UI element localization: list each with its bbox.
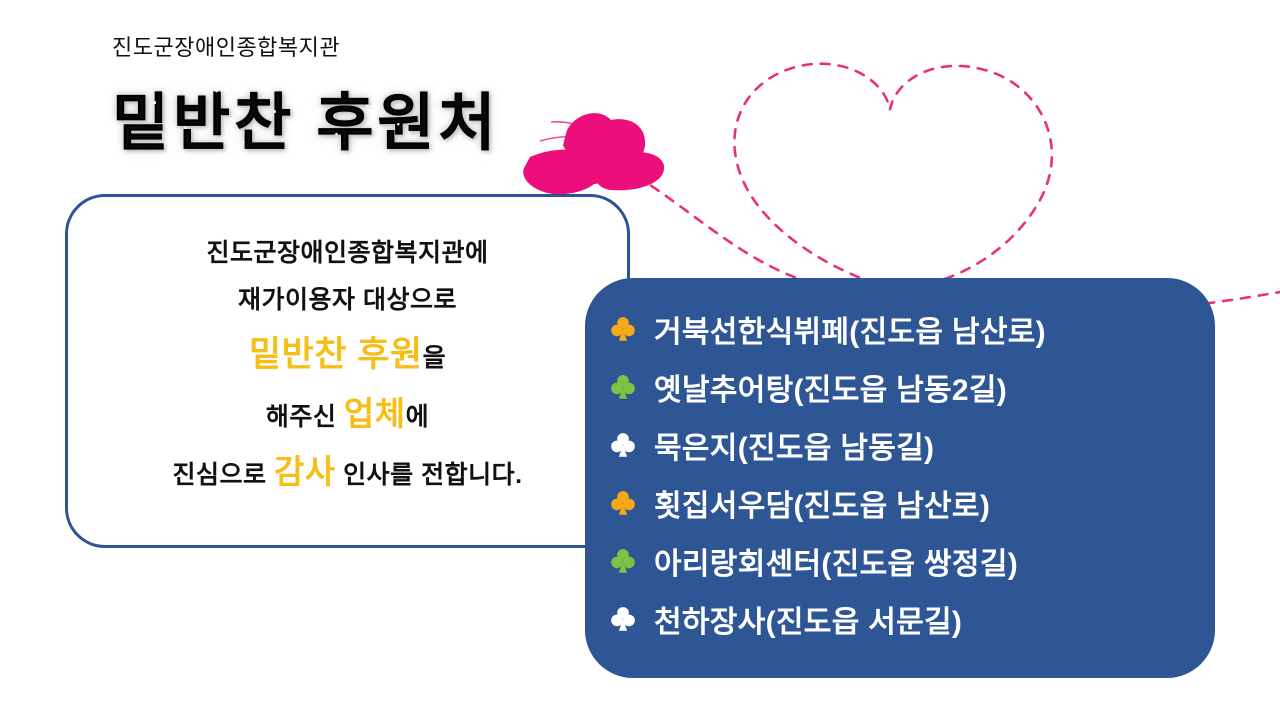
message-line-5-head: 진심으로 xyxy=(172,461,274,489)
club-icon xyxy=(611,375,635,399)
dashed-heart-trail-icon xyxy=(634,62,1280,315)
organization-name: 진도군장애인종합복지관 xyxy=(112,35,341,60)
message-box: 진도군장애인종합복지관에 재가이용자 대상으로 밑반찬 후원을 해주신 업체에 … xyxy=(65,194,630,548)
club-icon xyxy=(611,607,635,631)
club-icon xyxy=(611,549,635,573)
sponsor-item: 묵은지(진도읍 남동길) xyxy=(608,416,1205,474)
message-line-2: 재가이용자 대상으로 xyxy=(238,286,457,314)
sponsor-item: 거북선한식뷔페(진도읍 남산로) xyxy=(608,300,1205,358)
club-icon xyxy=(611,433,635,457)
highlight-company: 업체 xyxy=(343,395,406,432)
message-line-4: 해주신 업체에 xyxy=(68,397,627,430)
sponsor-label: 횟집서우담(진도읍 남산로) xyxy=(654,490,991,523)
page-title-text: 밑반찬 후원처 xyxy=(112,89,500,158)
message-line-4-head: 해주신 xyxy=(265,403,344,431)
message-line-3-tail: 을 xyxy=(422,344,447,372)
sponsor-label: 천하장사(진도읍 서문길) xyxy=(654,606,963,639)
highlight-donation: 밑반찬 후원 xyxy=(248,335,423,374)
sponsor-panel: 거북선한식뷔페(진도읍 남산로) 옛날추어탕(진도읍 남동2길) 묵은지(진도읍 남… xyxy=(585,278,1215,678)
highlight-thanks: 감사 xyxy=(273,453,336,490)
sponsor-label: 거북선한식뷔페(진도읍 남산로) xyxy=(654,316,1046,349)
sponsor-item: 아리랑회센터(진도읍 쌍정길) xyxy=(608,532,1205,590)
message-line-5-tail: 인사를 전합니다. xyxy=(335,461,523,489)
butterfly-icon xyxy=(523,113,665,195)
message-line-3: 밑반찬 후원을 xyxy=(68,337,627,372)
sponsor-label: 옛날추어탕(진도읍 남동2길) xyxy=(654,374,1008,407)
message-line-4-tail: 에 xyxy=(405,403,430,431)
sponsor-list: 거북선한식뷔페(진도읍 남산로) 옛날추어탕(진도읍 남동2길) 묵은지(진도읍 남… xyxy=(608,300,1205,648)
message-line-5: 진심으로 감사 인사를 전합니다. xyxy=(68,455,627,488)
sponsor-item: 천하장사(진도읍 서문길) xyxy=(608,590,1205,648)
club-icon xyxy=(611,491,635,515)
sponsor-item: 옛날추어탕(진도읍 남동2길) xyxy=(608,358,1205,416)
sponsor-label: 아리랑회센터(진도읍 쌍정길) xyxy=(654,548,1019,581)
club-icon xyxy=(611,317,635,341)
sponsor-item: 횟집서우담(진도읍 남산로) xyxy=(608,474,1205,532)
message-line-1: 진도군장애인종합복지관에 xyxy=(206,239,489,267)
page-title: 밑반찬 후원처 xyxy=(112,72,500,162)
sponsor-label: 묵은지(진도읍 남동길) xyxy=(654,432,935,465)
message-lines: 진도군장애인종합복지관에 재가이용자 대상으로 밑반찬 후원을 해주신 업체에 … xyxy=(68,239,627,489)
